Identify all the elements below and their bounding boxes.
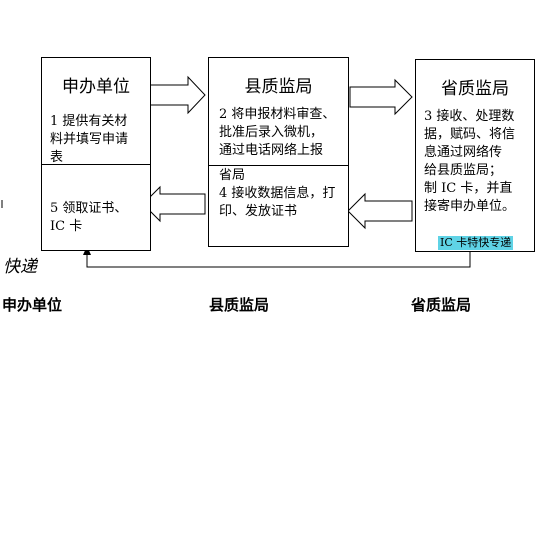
arrow-county-to-province (349, 78, 413, 116)
county-step4: 省局 4 接收数据信息，打 印、发放证书 (219, 167, 335, 221)
applicant-step5: 5 领取证书、 IC 卡 (50, 200, 127, 236)
applicant-box: 申办单位 1 提供有关材 料并填写申请 表 5 领取证书、 IC 卡 (41, 57, 151, 251)
county-title: 县质监局 (244, 77, 313, 97)
province-step3-line6: 接寄申办单位。 (424, 199, 516, 214)
province-step3-line2: 据，赋码、将信 (424, 127, 516, 142)
county-step2-line1: 2 将申报材料审查、 (219, 107, 336, 122)
applicant-step1-line1: 1 提供有关材 (50, 114, 128, 129)
county-step4-line2: 4 接收数据信息，打 (219, 186, 336, 201)
county-box: 县质监局 2 将申报材料审查、 批准后录入微机， 通过电话网络上报 省局 4 接… (208, 57, 349, 247)
ic-express-note: IC 卡特快专递 (438, 236, 514, 250)
county-step4-line3: 印、发放证书 (219, 204, 298, 219)
arrow-county-to-applicant (142, 185, 206, 223)
province-step3: 3 接收、处理数 据，赋码、将信 息通过网络传 给县质监局； 制 IC 卡，并直… (424, 108, 515, 216)
bottom-label-county: 县质监局 (209, 296, 270, 314)
applicant-divider (42, 164, 150, 165)
county-divider (209, 165, 348, 166)
arrow-applicant-to-county (149, 75, 206, 115)
bottom-label-applicant: 申办单位 (2, 296, 63, 314)
province-step3-line4: 给县质监局； (424, 163, 503, 178)
county-step4-line1: 省局 (219, 168, 246, 183)
bottom-label-province: 省质监局 (411, 296, 472, 314)
county-step2: 2 将申报材料审查、 批准后录入微机， 通过电话网络上报 (219, 106, 335, 160)
province-box: 省质监局 3 接收、处理数 据，赋码、将信 息通过网络传 给县质监局； 制 IC… (415, 59, 535, 252)
county-step2-line3: 通过电话网络上报 (219, 143, 324, 158)
applicant-step5-line2: IC 卡 (50, 219, 83, 234)
applicant-title: 申办单位 (62, 77, 130, 97)
county-step2-line2: 批准后录入微机， (219, 125, 324, 140)
province-step3-line3: 息通过网络传 (424, 145, 503, 160)
applicant-step5-line1: 5 领取证书、 (50, 201, 128, 216)
applicant-step1-line3: 表 (50, 150, 64, 165)
applicant-step1-line2: 料并填写申请 (50, 132, 129, 147)
applicant-step1: 1 提供有关材 料并填写申请 表 (50, 113, 128, 167)
courier-label: 快递 (3, 257, 37, 277)
province-title: 省质监局 (441, 79, 509, 99)
province-step3-line5: 制 IC 卡，并直 (424, 181, 513, 196)
arrow-province-to-county (347, 192, 413, 230)
courier-line (86, 250, 471, 268)
province-step3-line1: 3 接收、处理数 (424, 109, 515, 124)
